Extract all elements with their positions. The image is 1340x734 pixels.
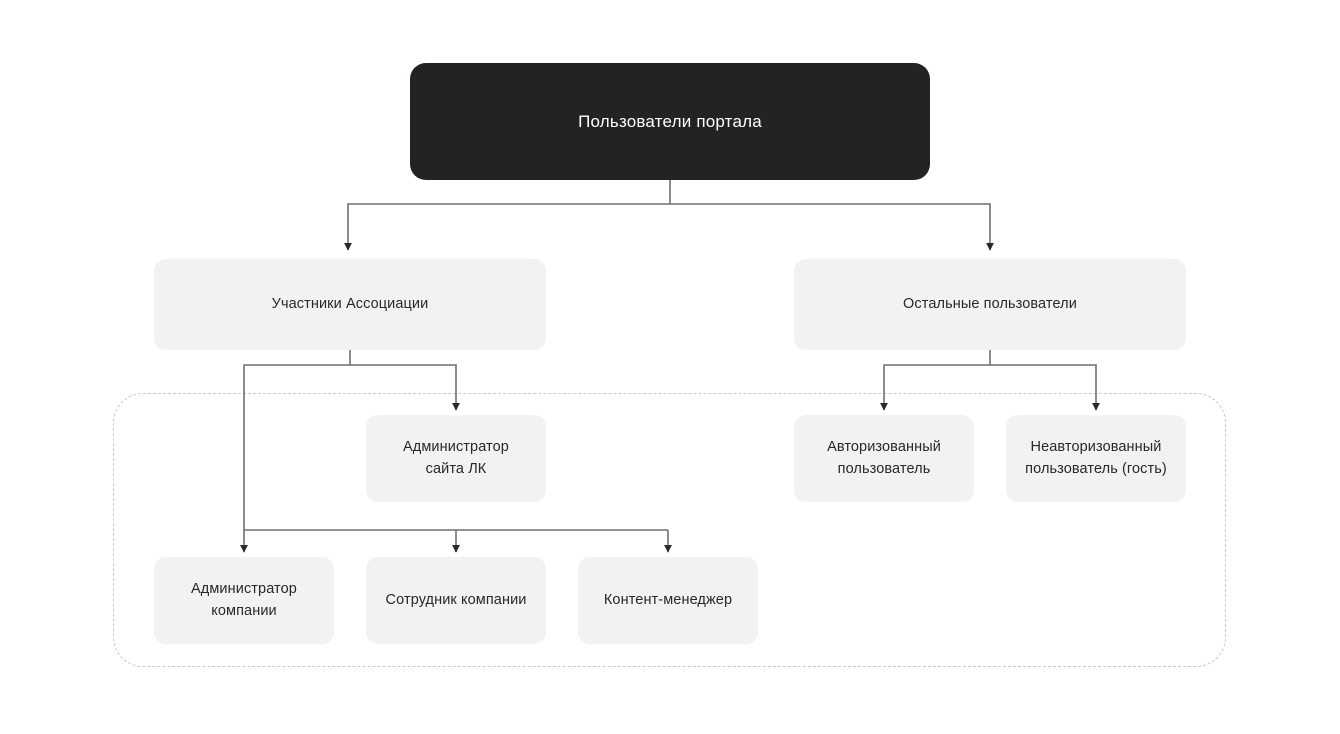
- node-label: Администратор сайта ЛК: [403, 438, 509, 477]
- node-other-users[interactable]: Остальные пользователи: [794, 259, 1186, 350]
- node-company-employee[interactable]: Сотрудник компании: [366, 557, 546, 644]
- node-label: Авторизованный пользователь: [827, 438, 941, 477]
- node-label: Сотрудник компании: [385, 591, 527, 608]
- node-portal-users[interactable]: Пользователи портала: [410, 63, 930, 180]
- node-guest-user[interactable]: Неавторизованный пользователь (гость): [1006, 415, 1186, 502]
- edge-root-to-others: [670, 203, 994, 251]
- node-label: Остальные пользователи: [903, 295, 1077, 312]
- node-company-admin[interactable]: Администратор компании: [154, 557, 334, 644]
- node-content-manager[interactable]: Контент-менеджер: [578, 557, 758, 644]
- node-label: Неавторизованный пользователь (гость): [1025, 438, 1167, 477]
- node-label: Участники Ассоциации: [271, 295, 429, 312]
- node-label: Администратор компании: [191, 580, 297, 619]
- node-site-admin[interactable]: Администратор сайта ЛК: [366, 415, 546, 502]
- roles-group-outline: [113, 393, 1226, 667]
- node-label: Пользователи портала: [578, 111, 762, 131]
- node-authorized-user[interactable]: Авторизованный пользователь: [794, 415, 974, 502]
- node-label: Контент-менеджер: [603, 591, 733, 608]
- edge-root-to-members: [344, 180, 671, 251]
- node-association-members[interactable]: Участники Ассоциации: [154, 259, 546, 350]
